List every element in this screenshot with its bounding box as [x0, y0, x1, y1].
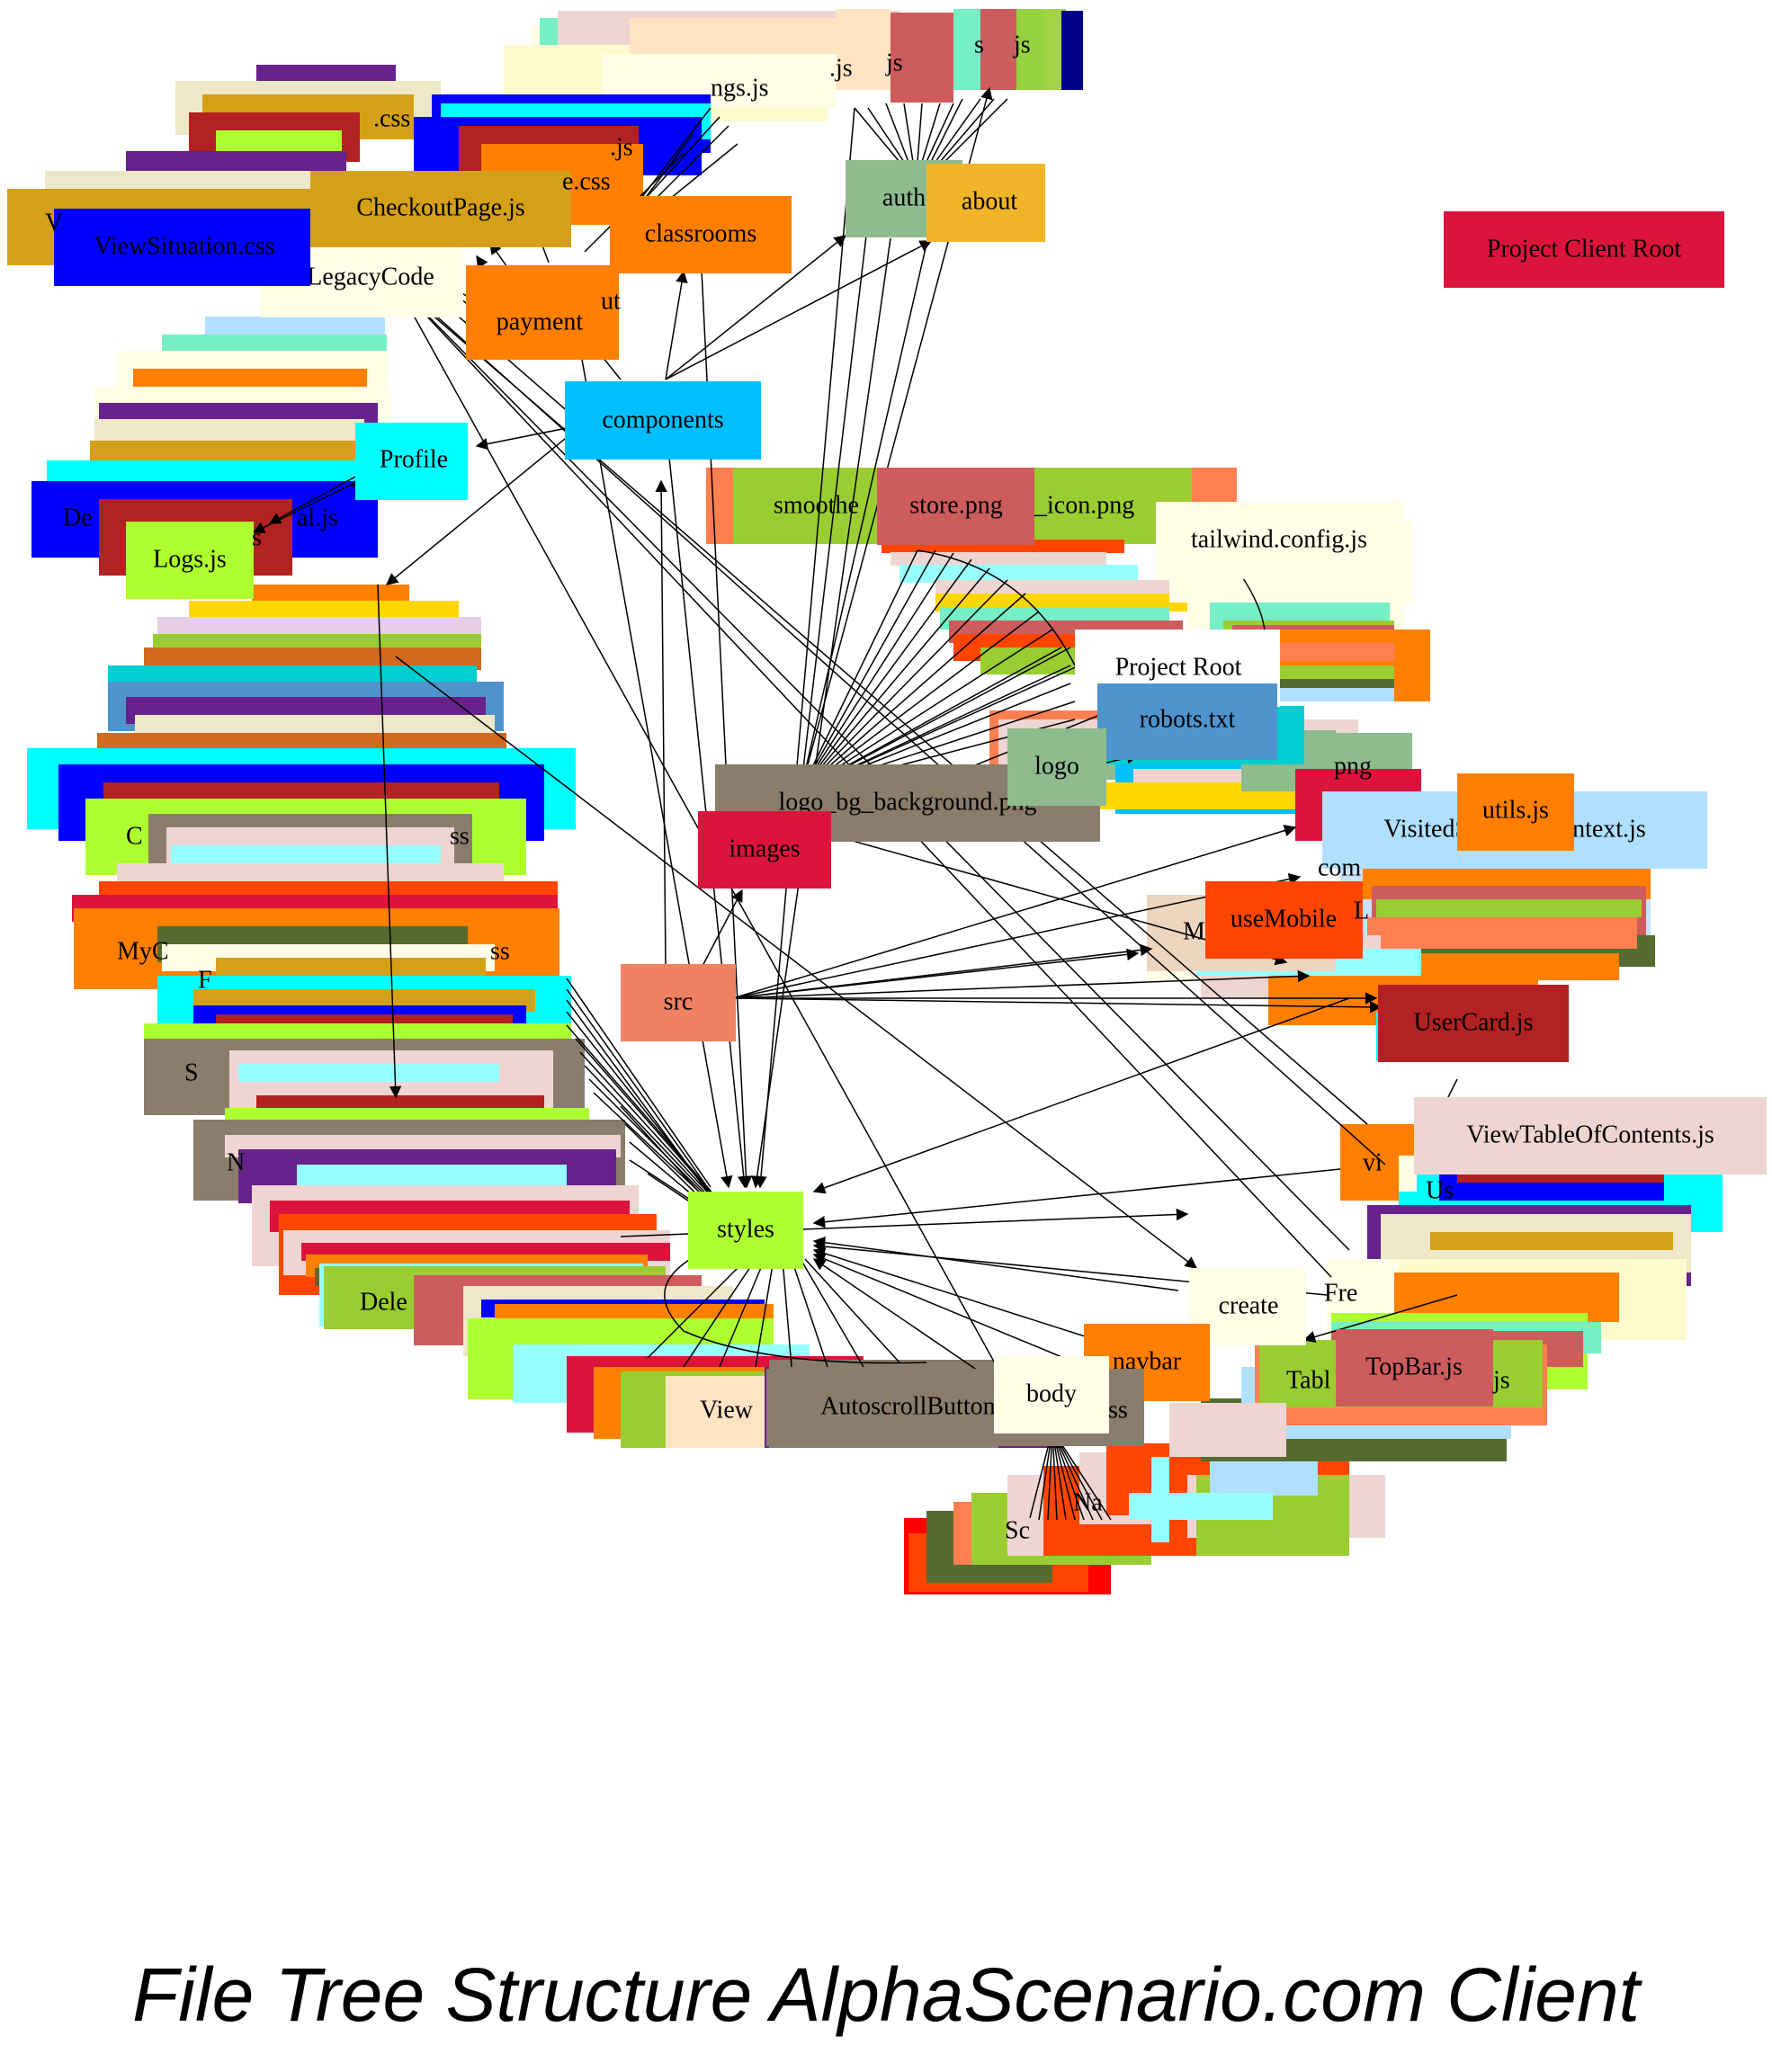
node-payment[interactable]: payment — [466, 265, 619, 360]
cluster-top — [504, 9, 1083, 121]
node-about[interactable]: about — [926, 164, 1045, 242]
node-topbar-label: TopBar.js — [1365, 1353, 1463, 1380]
fragment-m: M — [1183, 917, 1205, 945]
fragment-tabl: Tabl — [1286, 1366, 1331, 1394]
node-src-label: src — [664, 987, 694, 1015]
node-store-png-label: store.png — [909, 491, 1002, 519]
node-profile-label: Profile — [380, 445, 448, 473]
node-checkoutpage-label: CheckoutPage.js — [356, 193, 524, 221]
node-store-png[interactable]: store.png — [877, 468, 1034, 545]
node-images[interactable]: images — [698, 811, 831, 889]
cluster-upper-left — [7, 65, 711, 265]
cluster-bottom — [904, 1437, 1385, 1594]
node-utils[interactable]: utils.js — [1457, 773, 1574, 851]
fragment-png: png — [1334, 752, 1372, 780]
node-components-label: components — [602, 406, 723, 433]
fragment-s-1: s — [974, 31, 984, 58]
node-images-label: images — [729, 835, 800, 862]
node-usercard-label: UserCard.js — [1414, 1008, 1534, 1036]
node-logo[interactable]: logo — [1007, 728, 1106, 806]
fragment-us: Us — [1426, 1176, 1454, 1204]
labeled-nodes: Project Client Root components auth abou… — [54, 160, 1767, 1446]
fragment-js-3: js — [885, 49, 903, 76]
fragment-fre: Fre — [1324, 1279, 1357, 1307]
node-project-root-label: Project Root — [1115, 653, 1242, 681]
node-viewsituation-css[interactable]: ViewSituation.css — [54, 209, 310, 286]
node-legacycode-label: LegacyCode — [307, 263, 434, 290]
node-components[interactable]: components — [565, 381, 761, 460]
node-usemobile[interactable]: useMobile — [1205, 881, 1363, 959]
fragment-s-2: s — [252, 523, 262, 551]
fragment-vi: vi — [1363, 1148, 1383, 1176]
node-tailwind-label: tailwind.config.js — [1191, 525, 1367, 553]
partial-labels: ngs.js .js js s js .css e.css .js V ut s… — [45, 31, 1510, 1544]
fragment-l: L — [1354, 897, 1369, 924]
node-create[interactable]: create — [1189, 1268, 1306, 1345]
node-robots[interactable]: robots.txt — [1097, 683, 1277, 760]
node-classrooms[interactable]: classrooms — [610, 196, 792, 273]
node-payment-label: payment — [497, 308, 584, 335]
node-viewtoc-label: ViewTableOfContents.js — [1466, 1121, 1714, 1148]
fragment-css-1: .css — [373, 104, 410, 132]
fragment-com: com — [1318, 853, 1361, 881]
node-body[interactable]: body — [994, 1356, 1109, 1433]
fragment-ut: ut — [601, 287, 621, 315]
fan-auth-top — [854, 98, 1008, 163]
node-viewsituation-css-label: ViewSituation.css — [94, 232, 274, 260]
node-logs[interactable]: Logs.js — [126, 522, 254, 599]
node-usemobile-label: useMobile — [1231, 905, 1337, 933]
node-tailwind[interactable]: tailwind.config.js — [1156, 502, 1403, 579]
fragment-al-js: al.js — [297, 504, 338, 531]
fragment-view: View — [700, 1396, 754, 1424]
fragment-ss-1: ss — [450, 822, 470, 850]
node-create-label: create — [1219, 1291, 1279, 1319]
diagram-caption: File Tree Structure AlphaScenario.com Cl… — [131, 1952, 1641, 2037]
fragment-de: De — [63, 504, 93, 531]
fragment-js-4: js — [1013, 31, 1031, 58]
fragment-ss-2: ss — [490, 937, 510, 965]
fragment-n: N — [227, 1148, 245, 1176]
node-project-client-root[interactable]: Project Client Root — [1444, 211, 1724, 288]
node-body-label: body — [1026, 1380, 1077, 1407]
node-logo-label: logo — [1034, 752, 1079, 780]
fragment-sc: Sc — [1005, 1516, 1030, 1544]
node-project-client-root-label: Project Client Root — [1487, 235, 1681, 263]
node-classrooms-label: classrooms — [645, 219, 756, 247]
node-src[interactable]: src — [621, 964, 736, 1041]
node-auth-label: auth — [882, 183, 926, 211]
node-checkoutpage[interactable]: CheckoutPage.js — [310, 171, 571, 247]
fragment-smoothe: smoothe — [774, 491, 859, 519]
node-about-label: about — [962, 187, 1017, 215]
fan-left-to-styles — [566, 978, 716, 1219]
node-utils-label: utils.js — [1482, 796, 1549, 824]
fragment-c: C — [126, 822, 143, 850]
fragment-myc: MyC — [117, 937, 169, 965]
cluster-left-main — [27, 585, 1061, 1448]
fragment-na: Na — [1073, 1488, 1103, 1516]
node-viewtoc[interactable]: ViewTableOfContents.js — [1414, 1097, 1767, 1174]
fragment-js-2: .js — [610, 133, 633, 161]
fragment-js-1: .js — [829, 54, 853, 82]
fragment-css-2: e.css — [562, 167, 611, 195]
fragment-dele: Dele — [360, 1288, 407, 1316]
fragment-settings-js: ngs.js — [711, 74, 769, 102]
fragment-ss-3: ss — [1108, 1396, 1128, 1424]
node-styles[interactable]: styles — [688, 1192, 803, 1269]
node-logs-label: Logs.js — [153, 545, 227, 573]
node-robots-label: robots.txt — [1140, 705, 1236, 733]
fragment-f: F — [198, 966, 212, 994]
fan-styles-bottom — [647, 1240, 927, 1368]
fragment-s-frag: S — [184, 1058, 199, 1086]
fragment-v: V — [45, 209, 63, 237]
fragment-icon-png: _icon.png — [1034, 491, 1134, 519]
node-profile[interactable]: Profile — [355, 423, 468, 500]
node-usercard[interactable]: UserCard.js — [1378, 985, 1569, 1062]
node-topbar[interactable]: TopBar.js — [1336, 1329, 1493, 1407]
fragment-js-5: js — [1492, 1366, 1510, 1394]
node-styles-label: styles — [717, 1215, 774, 1243]
